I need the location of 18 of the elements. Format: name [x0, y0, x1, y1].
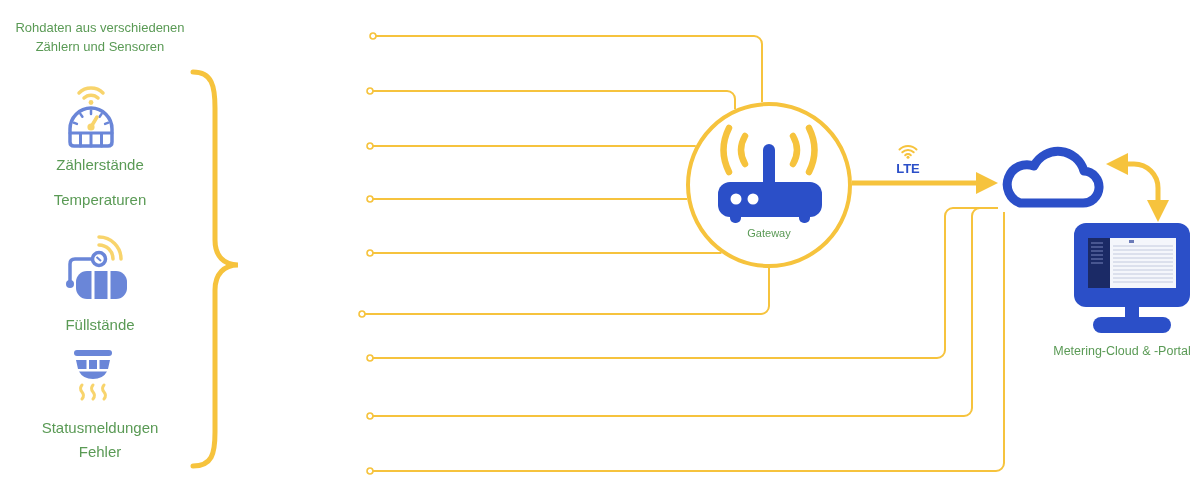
data-type-label: Temperaturen	[52, 190, 148, 210]
data-type-label: Füllstände	[64, 315, 136, 335]
node-label: Metering-Cloud & -Portal	[1052, 343, 1192, 360]
connector-line	[366, 195, 689, 203]
connector-line	[366, 87, 736, 111]
connector-line	[369, 32, 763, 104]
connector-line	[358, 267, 770, 318]
column-heading: Rohdaten aus verschiedenen Zählern und Sensoren	[14, 19, 186, 56]
arrow	[852, 172, 998, 194]
data-type-label: Zählerstände	[55, 155, 145, 175]
connector-line	[366, 142, 697, 150]
gateway-circle	[686, 102, 852, 268]
connector-line	[366, 211, 1005, 475]
node-label: Gateway	[746, 226, 792, 240]
connector-line	[366, 207, 999, 420]
data-type-label: Statusmeldungen Fehler	[40, 418, 160, 462]
connector-line	[366, 249, 723, 257]
arrow	[1106, 153, 1169, 222]
